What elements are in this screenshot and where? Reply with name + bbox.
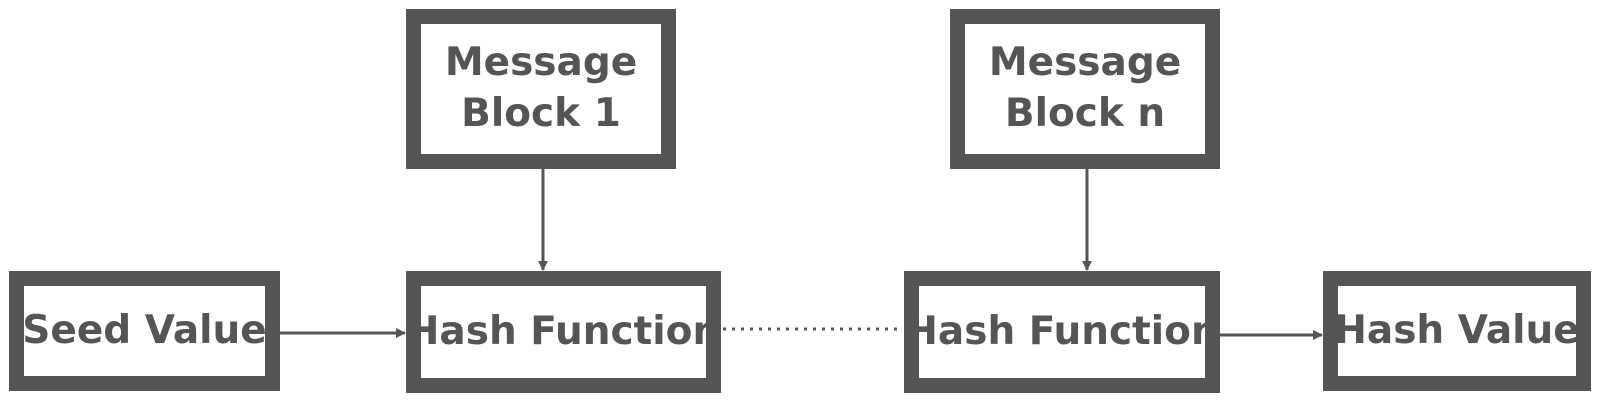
hash-value-box: Hash Value [1323,271,1591,391]
seed-value-box: Seed Value [9,271,280,391]
message-block-n-label-line1: Message [988,40,1182,86]
hash-function-1-label: Hash Function [406,308,721,354]
message-block-n-box: Message Block n [950,9,1220,169]
hash-function-1-box: Hash Function [406,271,721,393]
seed-value-label: Seed Value [22,307,267,353]
hash-function-n-label: Hash Function [905,308,1219,354]
hash-value-label: Hash Value [1334,307,1580,353]
hash-function-n-box: Hash Function [904,271,1220,393]
message-block-1-box: Message Block 1 [406,9,676,169]
message-block-n-label-line2: Block n [1004,91,1166,136]
message-block-1-label-line1: Message [444,40,638,86]
message-block-1-label-line2: Block 1 [461,91,621,136]
